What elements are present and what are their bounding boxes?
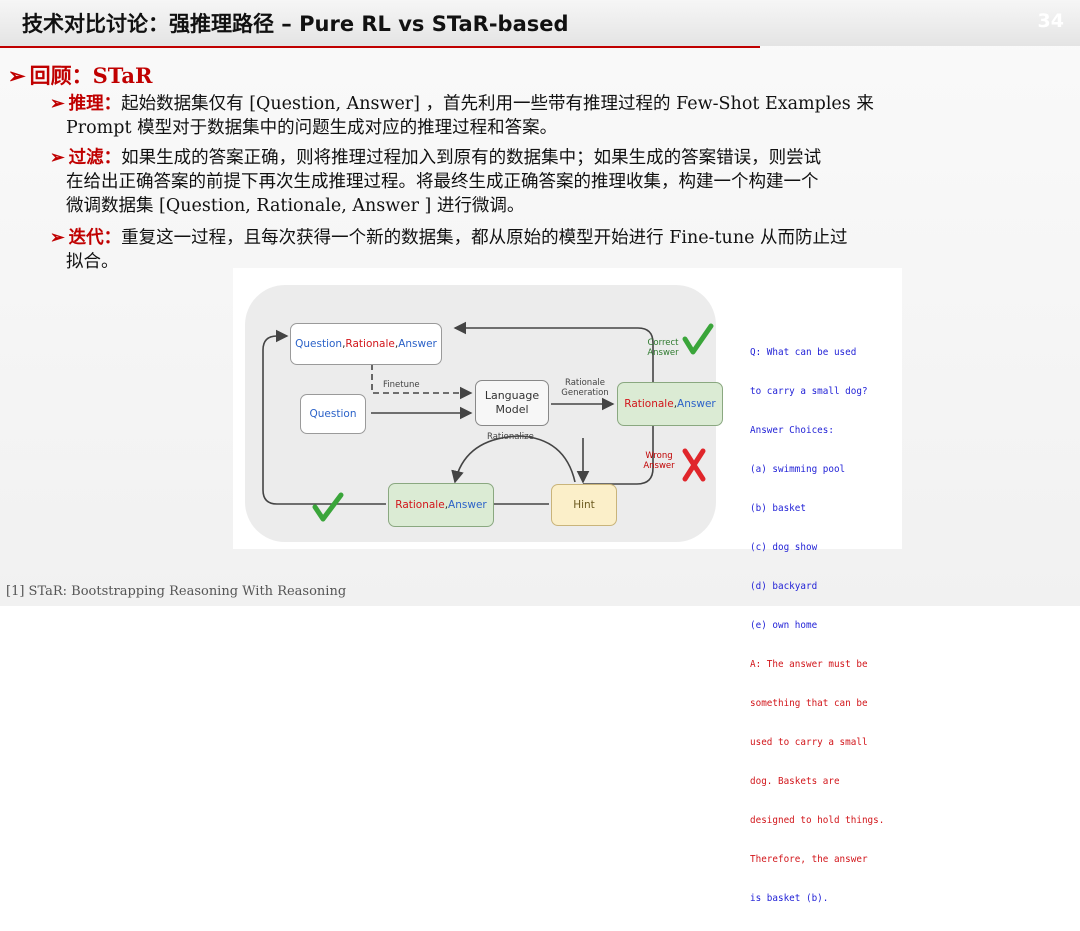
qra-sep: , [342, 338, 346, 350]
arrow-bullet-icon: ➢ [50, 148, 65, 168]
bullet-text: 如果生成的答案正确，则将推理过程加入到原有的数据集中；如果生成的答案错误，则尝试 [121, 148, 822, 168]
code-line: Q: What can be used [750, 347, 857, 358]
arrow-finetune [371, 364, 473, 400]
bullet-keyword: 迭代： [68, 228, 122, 248]
rationalize-label: Rationalize [487, 432, 534, 442]
check-icon-correct [682, 323, 714, 355]
correct-answer-label: Correct Answer [641, 338, 685, 358]
code-line: (e) own home [750, 620, 818, 631]
wrong-answer-label: Wrong Answer [639, 451, 679, 471]
ra-answer: Answer [448, 499, 487, 511]
qra-sep: , [394, 338, 399, 350]
bullet-iterate: ➢迭代：重复这一过程，且每次获得一个新的数据集，都从原始的模型开始进行 Fine… [50, 226, 1060, 274]
bullet-text: 微调数据集 [Question, Rationale, Answer ] 进行微… [66, 196, 525, 216]
code-line: designed to hold things. [750, 815, 885, 826]
ra-rationale: Rationale [395, 499, 445, 511]
finetune-label: Finetune [383, 380, 420, 390]
bullet-text: 在给出正确答案的前提下再次生成推理过程。将最终生成正确答案的推理收集，构建一个构… [66, 172, 819, 192]
title-divider [0, 46, 760, 48]
label-line: Rationale [564, 378, 605, 388]
hint-label: Hint [573, 499, 595, 511]
page-number: 34 [1037, 10, 1064, 32]
question-label: Question [309, 408, 357, 420]
slide: 技术对比讨论：强推理路径 – Pure RL vs STaR-based 34 … [0, 0, 1080, 904]
code-line: (b) basket [750, 503, 806, 514]
arrow-bullet-icon: ➢ [50, 94, 65, 114]
language-model-label: Language Model [484, 389, 540, 416]
ra-sep: , [444, 499, 449, 511]
bullet-text: 重复这一过程，且每次获得一个新的数据集，都从原始的模型开始进行 Fine-tun… [121, 228, 848, 248]
code-line: Answer Choices: [750, 425, 834, 436]
x-icon-wrong [682, 448, 706, 482]
bullet-text: Prompt 模型对于数据集中的问题生成对应的推理过程和答案。 [66, 118, 558, 138]
language-model-box: Language Model [475, 380, 549, 426]
bullet-keyword: 过滤： [68, 148, 122, 168]
generated-rationale-answer-box: Rationale, Answer [617, 382, 723, 426]
section-label: 回顾：STaR [29, 63, 153, 88]
title-bar: 技术对比讨论：强推理路径 – Pure RL vs STaR-based 34 [0, 0, 1080, 46]
slide-title: 技术对比讨论：强推理路径 – Pure RL vs STaR-based [22, 12, 569, 36]
rationalized-rationale-answer-box: Rationale, Answer [388, 483, 494, 527]
footnote: [1] STaR: Bootstrapping Reasoning With R… [6, 584, 347, 599]
hint-box: Hint [551, 484, 617, 526]
gen-rationale: Rationale [624, 398, 674, 410]
code-line: is basket (b). [750, 893, 829, 904]
label-line: Answer [647, 348, 679, 358]
bullet-text: 起始数据集仅有 [Question, Answer] ，首先利用一些带有推理过程… [121, 94, 874, 114]
arrow-rationalize [451, 435, 576, 484]
code-line: (a) swimming pool [750, 464, 846, 475]
code-line: to carry a small dog? [750, 386, 868, 397]
arrow-bullet-icon: ➢ [8, 63, 26, 88]
arrow-bullet-icon: ➢ [50, 228, 65, 248]
rationale-generation-label: Rationale Generation [553, 378, 617, 398]
bullet-keyword: 推理： [68, 94, 122, 114]
label-line: Wrong [645, 451, 673, 461]
gen-answer: Answer [677, 398, 716, 410]
qra-answer: Answer [398, 338, 437, 350]
code-line: something that can be [750, 698, 868, 709]
arrow-outer-loop [262, 329, 386, 505]
label-line: Correct [647, 338, 679, 348]
question-box: Question [300, 394, 366, 434]
code-line: A: The answer must be [750, 659, 868, 670]
label-line: Generation [561, 388, 609, 398]
qra-rationale: Rationale [345, 338, 395, 350]
arrow-correct-loop [453, 321, 654, 382]
label-line: Answer [643, 461, 675, 471]
example-code-block: Q: What can be used to carry a small dog… [750, 320, 884, 931]
qra-question: Question [295, 338, 343, 350]
code-line: (d) backyard [750, 581, 818, 592]
bullet-filter: ➢过滤：如果生成的答案正确，则将推理过程加入到原有的数据集中；如果生成的答案错误… [50, 146, 1060, 218]
gen-sep: , [673, 398, 678, 410]
bullet-text: 拟合。 [66, 252, 119, 272]
bullet-reasoning: ➢推理：起始数据集仅有 [Question, Answer] ，首先利用一些带有… [50, 92, 1060, 140]
code-line: (c) dog show [750, 542, 818, 553]
qra-box: Question, Rationale, Answer [290, 323, 442, 365]
code-line: used to carry a small [750, 737, 868, 748]
star-figure: Question, Rationale, Answer Question Lan… [233, 268, 902, 904]
check-icon-rationalized [312, 492, 344, 522]
code-line: Therefore, the answer [750, 854, 868, 865]
diagram-arrows [262, 321, 714, 522]
code-line: dog. Baskets are [750, 776, 840, 787]
section-heading: ➢回顾：STaR [8, 60, 152, 90]
